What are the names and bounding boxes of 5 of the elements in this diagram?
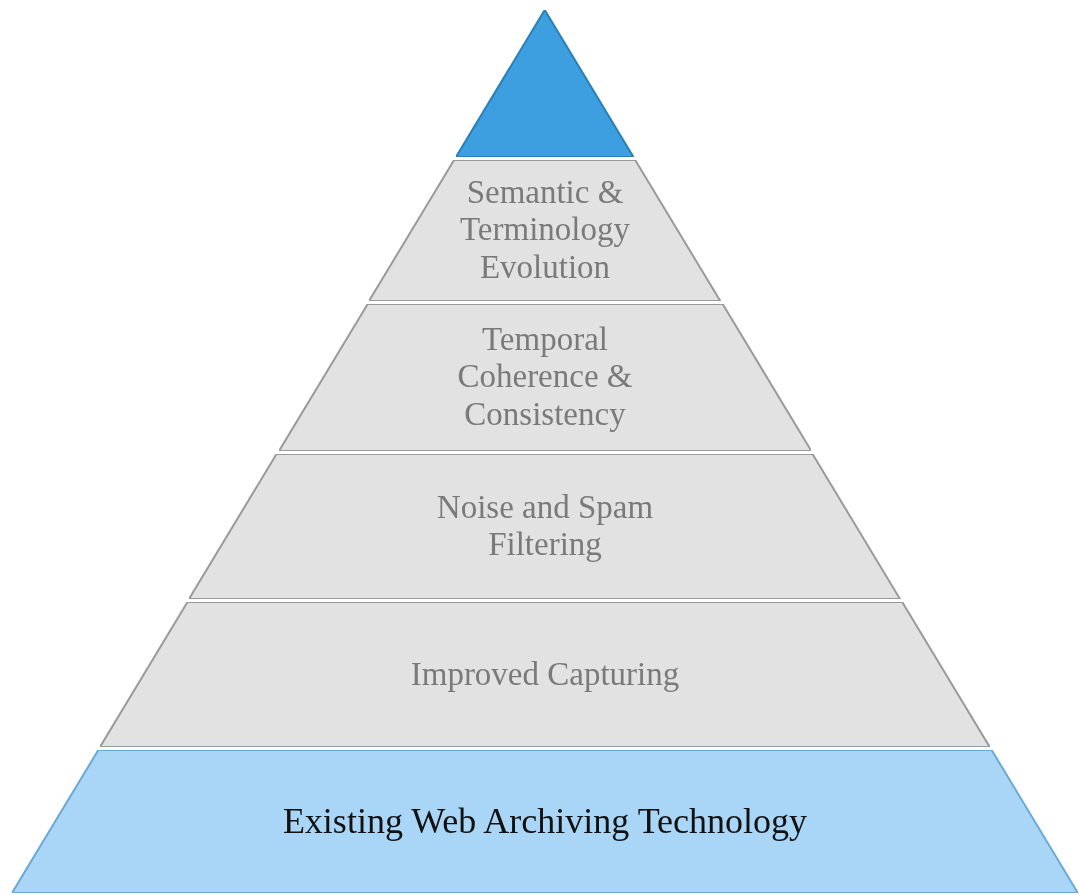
tier-label: Noise and Spam Filtering [435,488,655,565]
tier-label: Semantic & Terminology Evolution [459,173,631,288]
tier-label: Existing Web Archiving Technology [281,800,809,843]
tier-label: Improved Capturing [409,655,681,694]
tier-label: Temporal Coherence & Consistency [456,320,634,435]
